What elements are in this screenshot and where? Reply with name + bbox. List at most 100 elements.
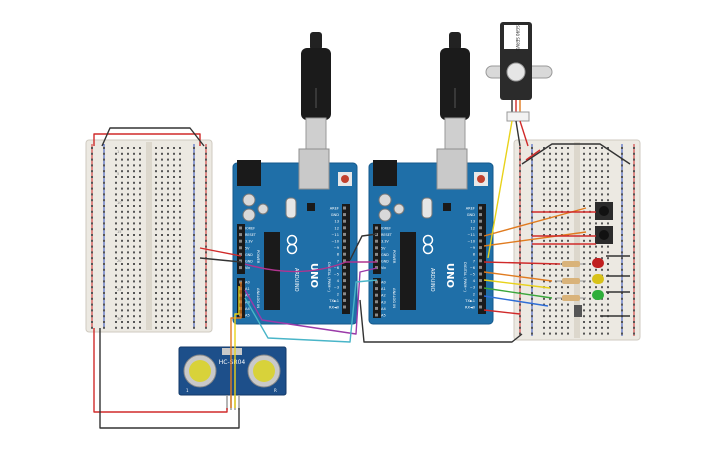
breadboard-hole: [91, 147, 93, 149]
analog-pin-label: A1: [381, 287, 386, 291]
breadboard-hole: [633, 222, 635, 225]
breadboard-hole: [595, 152, 597, 155]
breadboard-hole: [589, 263, 591, 265]
breadboard-hole: [621, 222, 623, 225]
arduino-uno-right: ARDUINO UNO AREFGND1312~11~10~987~6~54~3…: [368, 148, 494, 325]
breadboard-hole: [543, 268, 545, 271]
breadboard-hole: [607, 303, 609, 306]
breadboard-hole: [633, 199, 635, 202]
wire-black: [521, 143, 631, 165]
push-button-cap: [599, 206, 609, 216]
breadboard-hole: [167, 210, 169, 213]
breadboard-hole: [127, 158, 129, 161]
breadboard-hole: [543, 193, 545, 196]
breadboard-hole: [567, 251, 569, 254]
breadboard-hole: [589, 326, 591, 329]
breadboard-hole: [567, 222, 569, 225]
breadboard-hole: [91, 280, 93, 283]
breadboard-hole: [127, 193, 129, 196]
breadboard-hole: [139, 286, 141, 289]
breadboard-hole: [115, 234, 117, 236]
breadboard-hole: [115, 147, 117, 149]
breadboard-hole: [549, 234, 551, 236]
breadboard-hole: [103, 164, 105, 167]
breadboard-hole: [155, 309, 157, 312]
breadboard-hole: [139, 199, 141, 202]
digital-pin-label: 7: [473, 259, 475, 263]
breadboard-hole: [555, 315, 557, 318]
header-pin: [343, 292, 346, 296]
breadboard-hole: [633, 274, 635, 277]
breadboard-hole: [621, 292, 623, 294]
breadboard-hole: [115, 274, 117, 277]
breadboard-hole: [633, 245, 635, 248]
header-pin: [239, 266, 242, 270]
breadboard-hole: [633, 251, 635, 254]
breadboard-hole: [601, 245, 603, 248]
breadboard-hole: [161, 205, 163, 207]
breadboard-hole: [115, 228, 117, 231]
breadboard-hole: [121, 303, 123, 306]
breadboard-hole: [91, 309, 93, 312]
breadboard-hole: [561, 199, 563, 202]
power-jack: [373, 160, 397, 186]
breadboard-hole: [583, 239, 585, 242]
breadboard-hole: [103, 210, 105, 213]
power-pin-label: 3.3V: [381, 240, 389, 244]
breadboard-hole: [543, 205, 545, 207]
breadboard-hole: [549, 315, 551, 318]
breadboard-hole: [543, 234, 545, 236]
breadboard-hole: [155, 199, 157, 202]
digital-pin-label: 4: [337, 279, 340, 283]
breadboard-hole: [589, 147, 591, 149]
breadboard-hole: [549, 193, 551, 196]
breadboard-hole: [633, 303, 635, 306]
breadboard-hole: [103, 326, 105, 329]
breadboard-hole: [193, 321, 195, 323]
breadboard-hole: [633, 152, 635, 155]
breadboard-hole: [167, 164, 169, 167]
breadboard-hole: [155, 216, 157, 219]
breadboard-hole: [633, 309, 635, 312]
breadboard-hole: [161, 158, 163, 161]
breadboard-hole: [601, 309, 603, 312]
breadboard-hole: [155, 234, 157, 236]
breadboard-hole: [139, 315, 141, 318]
breadboard-hole: [561, 257, 563, 260]
breadboard-hole: [115, 193, 117, 196]
breadboard-hole: [179, 187, 181, 190]
breadboard-hole: [127, 297, 129, 300]
breadboard-hole: [633, 292, 635, 294]
breadboard-hole: [193, 268, 195, 271]
usb-plug-metal: [305, 117, 327, 153]
breadboard-hole: [555, 234, 557, 236]
breadboard-hole: [583, 292, 585, 294]
breadboard-hole: [595, 303, 597, 306]
breadboard-hole: [155, 286, 157, 289]
breadboard-hole: [115, 303, 117, 306]
breadboard-hole: [531, 251, 533, 254]
header-pin: [479, 213, 482, 217]
breadboard-hole: [179, 257, 181, 260]
header-pin: [479, 239, 482, 243]
breadboard-hole: [167, 234, 169, 236]
breadboard-hole: [567, 205, 569, 207]
breadboard-hole: [139, 274, 141, 277]
breadboard-hole: [543, 170, 545, 173]
breadboard-hole: [155, 176, 157, 178]
breadboard-hole: [133, 181, 135, 184]
breadboard-hole: [621, 176, 623, 178]
breadboard-hole: [115, 158, 117, 161]
breadboard-hole: [583, 205, 585, 207]
breadboard-hole: [91, 303, 93, 306]
breadboard-hole: [155, 257, 157, 260]
servo-motor: SG90 SERVO: [485, 22, 553, 122]
breadboard-hole: [161, 257, 163, 260]
breadboard-hole: [595, 187, 597, 190]
breadboard-hole: [167, 245, 169, 248]
breadboard-hole: [531, 245, 533, 248]
header-pin: [343, 213, 346, 217]
breadboard-hole: [205, 274, 207, 277]
breadboard-hole: [161, 286, 163, 289]
breadboard-hole: [173, 234, 175, 236]
